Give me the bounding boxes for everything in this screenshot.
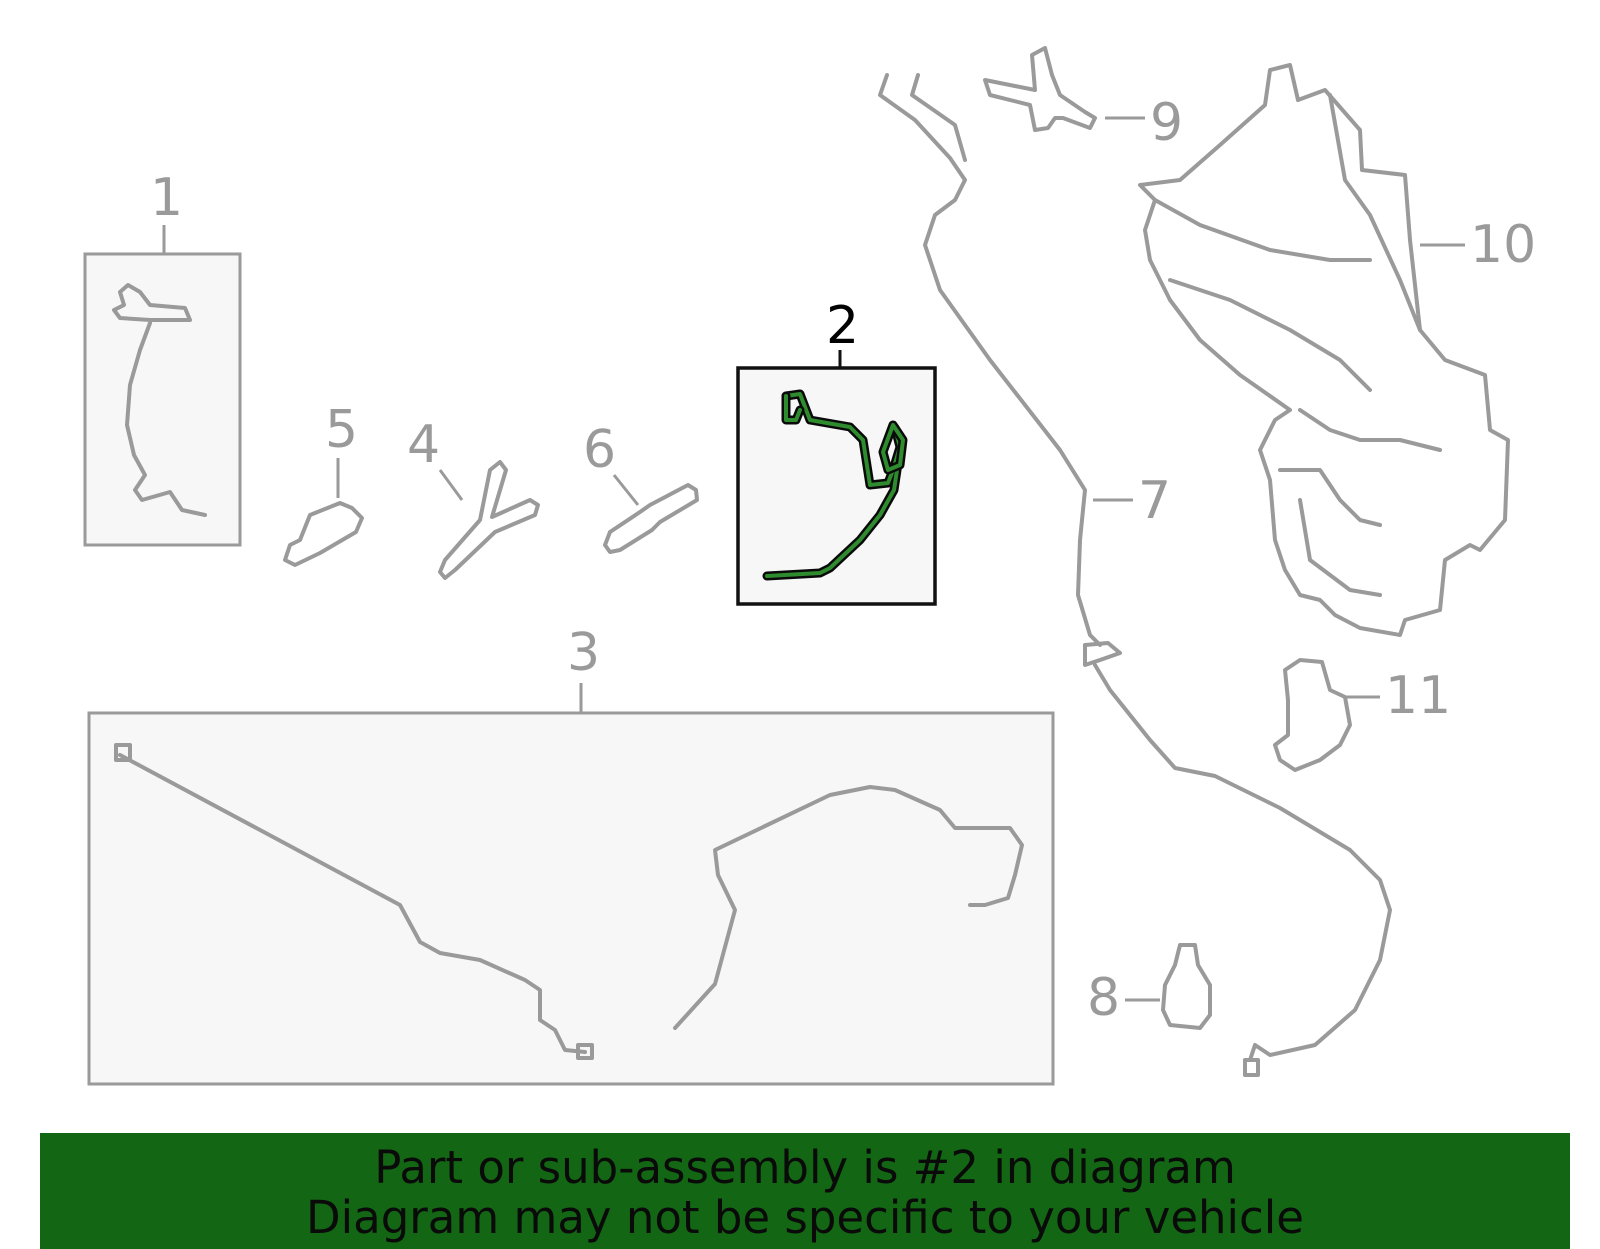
part-9-group[interactable]: 9	[983, 46, 1183, 153]
part-5-group[interactable]: 5	[283, 400, 364, 567]
part-9-t-connector	[983, 46, 1097, 132]
part-8-cap	[1161, 943, 1212, 1030]
part-3-end-right	[576, 1043, 594, 1060]
part-10-group[interactable]: 10	[1138, 63, 1536, 637]
part-7-end	[1243, 1058, 1260, 1077]
leader-6	[612, 474, 640, 506]
callout-1: 1	[150, 168, 183, 228]
part-11-pump	[1273, 658, 1352, 772]
callout-5: 5	[325, 400, 358, 460]
leader-4	[438, 469, 464, 501]
part-3-box	[87, 711, 1055, 1086]
part-8-group[interactable]: 8	[1087, 943, 1212, 1030]
part-3-hose-left	[118, 753, 587, 1054]
part-3-hose-right	[673, 785, 1024, 1030]
part-7-group[interactable]: 7	[878, 73, 1392, 1077]
part-5-clip	[283, 501, 364, 567]
callout-9: 9	[1150, 93, 1183, 153]
banner-line-1: Part or sub-assembly is #2 in diagram	[374, 1141, 1236, 1194]
callout-10: 10	[1470, 215, 1536, 275]
info-banner: Part or sub-assembly is #2 in diagram Di…	[40, 1133, 1570, 1249]
part-11-group[interactable]: 11	[1273, 658, 1451, 772]
part-7-clip	[1083, 641, 1122, 667]
callout-8: 8	[1087, 968, 1120, 1028]
part-2-connector-right-inner	[881, 423, 905, 472]
part-2-group[interactable]: 2	[736, 296, 937, 606]
part-6-connector	[603, 483, 699, 554]
part-1-hose	[112, 283, 207, 517]
callout-3: 3	[567, 623, 600, 683]
part-2-box	[736, 366, 937, 606]
callout-7: 7	[1138, 471, 1171, 531]
part-4-group[interactable]: 4	[407, 415, 540, 580]
part-1-box	[83, 252, 242, 547]
part-6-group[interactable]: 6	[583, 420, 699, 554]
callout-2: 2	[826, 296, 859, 356]
callout-11: 11	[1385, 666, 1451, 726]
part-1-group[interactable]: 1	[83, 168, 242, 547]
callout-4: 4	[407, 415, 440, 475]
callout-6: 6	[583, 420, 616, 480]
part-2-connector-top-inner	[784, 394, 802, 422]
banner-line-2: Diagram may not be specific to your vehi…	[306, 1191, 1304, 1244]
part-10-detail	[1153, 93, 1442, 597]
part-3-group[interactable]: 3	[87, 623, 1055, 1086]
part-3-end-left	[114, 743, 132, 762]
part-4-y-connector	[438, 460, 540, 580]
part-7-hose	[878, 73, 1392, 1062]
